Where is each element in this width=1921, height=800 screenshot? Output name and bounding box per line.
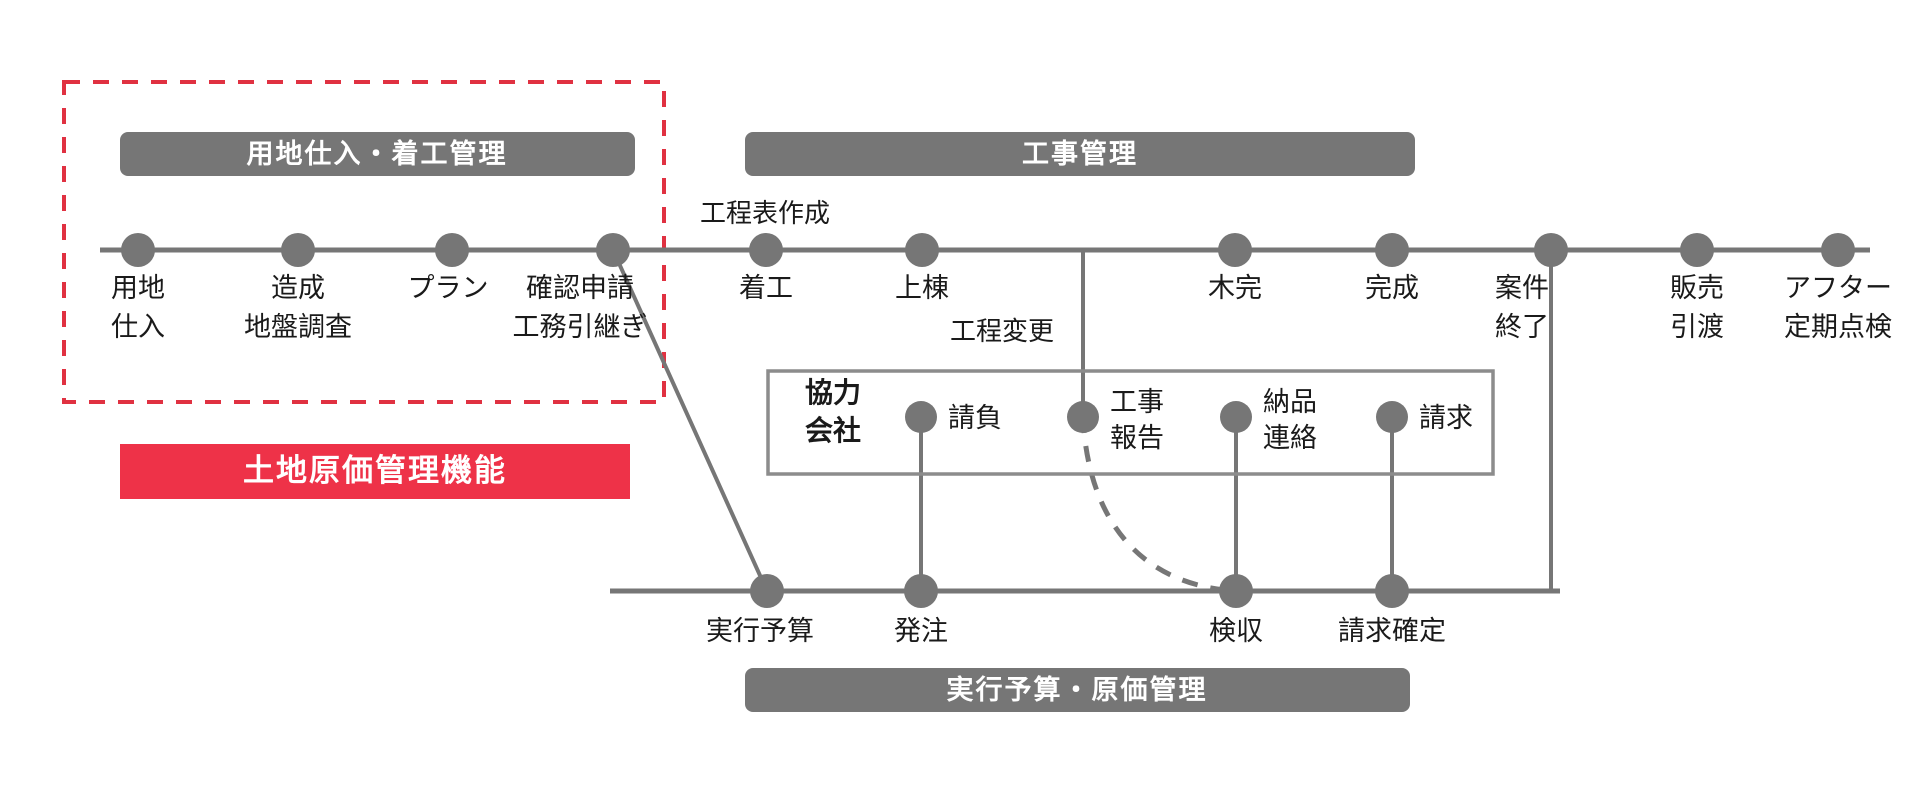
- timeline-node-chakko-dot[interactable]: [749, 233, 783, 267]
- timeline-node-after-teiki-tenken-dot[interactable]: [1821, 233, 1855, 267]
- partner-node-koji-hokoku[interactable]: 工事 報告: [1067, 387, 1164, 453]
- partner-node-nohin-renraku-label-line1: 納品: [1263, 387, 1317, 417]
- timeline-node-kakunin-shinsei-label-line1: 確認申請: [526, 273, 634, 303]
- partner-node-nohin-renraku-label-line2: 連絡: [1263, 423, 1317, 453]
- timeline-node-zosei-jiban-dot[interactable]: [281, 233, 315, 267]
- timeline-node-after-teiki-tenken-label-line2: 定期点検: [1784, 312, 1892, 342]
- bottom-node-kenshu-dot[interactable]: [1219, 574, 1253, 608]
- timeline-node-yochi-shiire-dot[interactable]: [121, 233, 155, 267]
- timeline-node-kakunin-shinsei[interactable]: 確認申請 工務引継ぎ: [513, 233, 648, 342]
- connector-kakunin-to-jikko-yosan: [611, 249, 769, 592]
- phase-bar-budget-cost: 実行予算・原価管理: [745, 668, 1410, 712]
- partner-node-ukeoi[interactable]: 請負: [905, 401, 1002, 433]
- highlight-bar-bg: [120, 444, 630, 499]
- connector-koji-hokoku-to-kenshu: [1080, 416, 1237, 594]
- timeline-node-mokkan-label: 木完: [1208, 273, 1262, 303]
- timeline-node-chakko-label: 着工: [739, 273, 793, 303]
- timeline-node-zosei-jiban-label-line1: 造成: [271, 273, 325, 303]
- timeline-node-anken-shuryo-label-line2: 終了: [1495, 312, 1549, 342]
- timeline-node-hanbai-hikiwatashi-dot[interactable]: [1680, 233, 1714, 267]
- bottom-node-hacchu-dot[interactable]: [904, 574, 938, 608]
- timeline-node-hanbai-hikiwatashi-label-line1: 販売: [1670, 273, 1724, 303]
- phase-bar-budget-cost-label: 実行予算・原価管理: [947, 674, 1208, 705]
- annotation-kotei-hyo-sakusei: 工程表作成: [700, 198, 830, 228]
- land-cost-scope-region: [62, 80, 666, 404]
- partner-node-koji-hokoku-label-line1: 工事: [1110, 387, 1164, 417]
- timeline-node-plan[interactable]: プラン: [408, 233, 489, 303]
- timeline-node-after-teiki-tenken[interactable]: アフター 定期点検: [1784, 233, 1892, 342]
- timeline-node-hanbai-hikiwatashi-label-line2: 引渡: [1670, 312, 1724, 342]
- timeline-node-hanbai-hikiwatashi[interactable]: 販売 引渡: [1670, 233, 1724, 342]
- partner-node-koji-hokoku-label-line2: 報告: [1110, 423, 1164, 453]
- partner-node-seikyu[interactable]: 請求: [1376, 401, 1473, 433]
- timeline-node-yochi-shiire[interactable]: 用地 仕入: [111, 233, 165, 342]
- bottom-node-jikko-yosan-dot[interactable]: [750, 574, 784, 608]
- phase-bar-construction-label: 工事管理: [1022, 139, 1138, 169]
- timeline-node-zosei-jiban[interactable]: 造成 地盤調査: [244, 233, 352, 342]
- highlight-bar-land-cost-feature: 土地原価管理機能: [120, 444, 630, 499]
- timeline-node-yochi-shiire-label-line1: 用地: [111, 273, 165, 303]
- timeline-node-kakunin-shinsei-dot[interactable]: [596, 233, 630, 267]
- bottom-node-seikyu-kakutei[interactable]: 請求確定: [1338, 574, 1446, 646]
- timeline-node-joto[interactable]: 上棟: [895, 233, 949, 303]
- timeline-node-joto-label: 上棟: [895, 273, 949, 303]
- bottom-node-jikko-yosan-label: 実行予算: [706, 616, 814, 646]
- timeline-node-mokkan-dot[interactable]: [1218, 233, 1252, 267]
- phase-bar-construction: 工事管理: [745, 132, 1415, 176]
- bottom-node-jikko-yosan[interactable]: 実行予算: [706, 574, 814, 646]
- partner-node-nohin-renraku[interactable]: 納品 連絡: [1220, 387, 1317, 453]
- partner-company-title-line2: 会社: [805, 415, 861, 446]
- highlight-bar-label: 土地原価管理機能: [243, 453, 507, 488]
- timeline-node-mokkan[interactable]: 木完: [1208, 233, 1262, 303]
- bottom-node-hacchu[interactable]: 発注: [894, 574, 948, 646]
- bottom-node-kenshu-label: 検収: [1209, 616, 1263, 646]
- timeline-node-yochi-shiire-label-line2: 仕入: [111, 312, 165, 342]
- timeline-node-kansei[interactable]: 完成: [1365, 233, 1419, 303]
- annotation-kotei-henko: 工程変更: [950, 316, 1054, 346]
- timeline-node-plan-dot[interactable]: [435, 233, 469, 267]
- timeline-node-anken-shuryo[interactable]: 案件 終了: [1495, 233, 1568, 342]
- bottom-node-kenshu[interactable]: 検収: [1209, 574, 1263, 646]
- timeline-node-anken-shuryo-dot[interactable]: [1534, 233, 1568, 267]
- partner-company-title-line1: 協力: [805, 377, 861, 408]
- timeline-node-kakunin-shinsei-label-line2: 工務引継ぎ: [513, 312, 648, 342]
- timeline-node-plan-label: プラン: [408, 273, 489, 303]
- partner-node-ukeoi-dot[interactable]: [905, 401, 937, 433]
- bottom-node-hacchu-label: 発注: [894, 616, 948, 646]
- partner-company-box: [766, 369, 1495, 476]
- phase-bar-budget-cost-bg: [745, 668, 1410, 712]
- timeline-node-chakko[interactable]: 着工: [739, 233, 793, 303]
- phase-bar-land-start: 用地仕入・着工管理: [120, 132, 635, 176]
- timeline-node-zosei-jiban-label-line2: 地盤調査: [244, 312, 352, 342]
- timeline-node-after-teiki-tenken-label-line1: アフター: [1784, 273, 1892, 303]
- phase-bar-land-start-label: 用地仕入・着工管理: [247, 138, 508, 169]
- timeline-node-joto-dot[interactable]: [905, 233, 939, 267]
- bottom-node-seikyu-kakutei-label: 請求確定: [1338, 616, 1446, 646]
- timeline-node-anken-shuryo-label-line1: 案件: [1495, 273, 1549, 303]
- partner-node-nohin-renraku-dot[interactable]: [1220, 401, 1252, 433]
- phase-bar-land-start-bg: [120, 132, 635, 176]
- bottom-node-seikyu-kakutei-dot[interactable]: [1375, 574, 1409, 608]
- phase-bar-construction-bg: [745, 132, 1415, 176]
- partner-node-koji-hokoku-dot[interactable]: [1067, 401, 1099, 433]
- partner-node-seikyu-label: 請求: [1419, 403, 1473, 433]
- timeline-node-kansei-dot[interactable]: [1375, 233, 1409, 267]
- partner-node-seikyu-dot[interactable]: [1376, 401, 1408, 433]
- timeline-node-kansei-label: 完成: [1365, 273, 1419, 303]
- partner-node-ukeoi-label: 請負: [948, 403, 1002, 433]
